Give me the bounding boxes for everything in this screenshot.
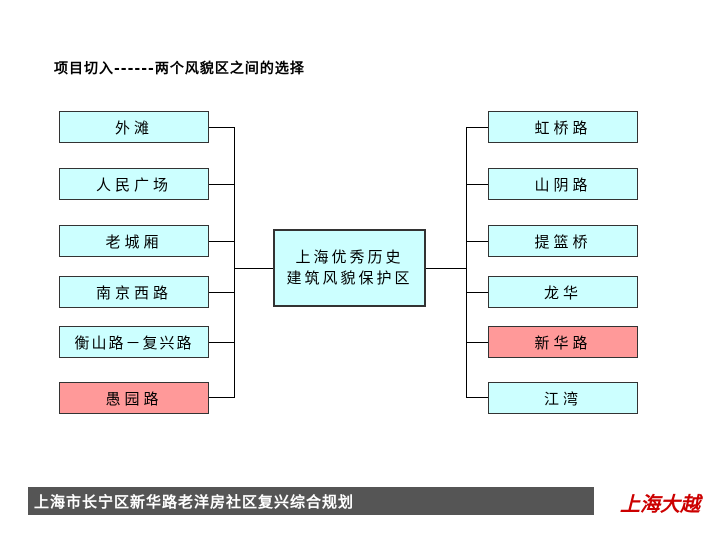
connector-line [209, 184, 234, 185]
district-label: 虹桥路 [534, 118, 592, 137]
connector-line [209, 397, 234, 398]
connector-line [209, 342, 234, 343]
district-box-hengshan-fuxing-road: 衡山路－复兴路 [59, 326, 209, 358]
district-box-longhua: 龙华 [488, 276, 638, 308]
district-label: 衡山路－复兴路 [74, 333, 194, 352]
connector-line [209, 127, 234, 128]
page-title: 项目切入------两个风貌区之间的选择 [54, 61, 305, 77]
district-label: 愚园路 [105, 389, 163, 408]
connector-line [466, 184, 488, 185]
connector-line [466, 397, 488, 398]
connector-line [466, 127, 488, 128]
district-label: 提篮桥 [534, 232, 592, 251]
district-box-tilanqiao: 提篮桥 [488, 225, 638, 257]
district-box-shanyin-road: 山阴路 [488, 168, 638, 200]
connector-line [234, 268, 273, 269]
district-label: 人民广场 [95, 175, 172, 194]
connector-line [209, 241, 234, 242]
connector-line [466, 127, 467, 398]
connector-line [426, 268, 466, 269]
footer-bar: 上海市长宁区新华路老洋房社区复兴综合规划 [28, 487, 594, 515]
district-box-yuyuan-road: 愚园路 [59, 382, 209, 414]
connector-line [466, 342, 488, 343]
district-box-waitan: 外滩 [59, 111, 209, 143]
district-label: 龙华 [543, 283, 582, 302]
district-box-renmin-square: 人民广场 [59, 168, 209, 200]
brand-logo: 上海大越 [620, 492, 700, 516]
connector-line [209, 292, 234, 293]
center-label-line1: 上海优秀历史 [295, 248, 404, 266]
district-box-old-city: 老城厢 [59, 225, 209, 257]
connector-line [466, 292, 488, 293]
district-box-hongqiao-road: 虹桥路 [488, 111, 638, 143]
footer-text: 上海市长宁区新华路老洋房社区复兴综合规划 [34, 492, 355, 511]
district-label: 外滩 [114, 118, 153, 137]
connector-line [466, 241, 488, 242]
center-box-protected-area: 上海优秀历史 建筑风貌保护区 [273, 229, 426, 307]
district-label: 江湾 [543, 389, 582, 408]
connector-line [234, 127, 235, 398]
district-box-xinhua-road: 新华路 [488, 326, 638, 358]
district-box-nanjing-west-road: 南京西路 [59, 276, 209, 308]
district-label: 南京西路 [95, 283, 172, 302]
district-label: 山阴路 [534, 175, 592, 194]
district-box-jiangwan: 江湾 [488, 382, 638, 414]
district-label: 老城厢 [105, 232, 163, 251]
district-label: 新华路 [534, 333, 592, 352]
center-label-line2: 建筑风貌保护区 [286, 269, 413, 287]
